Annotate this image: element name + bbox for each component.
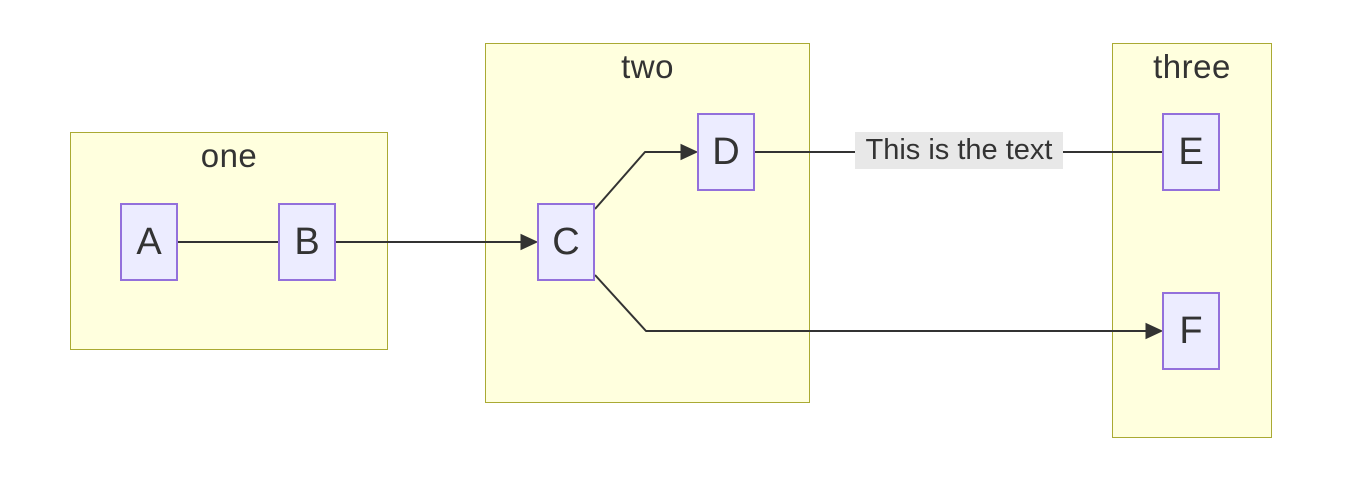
node-A-label: A — [136, 220, 162, 263]
cluster-two-title: two — [621, 48, 674, 85]
node-D-label: D — [712, 130, 740, 173]
cluster-one: one — [70, 132, 388, 350]
cluster-one-title: one — [200, 137, 258, 174]
node-F-label: F — [1179, 309, 1203, 352]
cluster-three-title: three — [1153, 48, 1231, 85]
node-B: B — [278, 203, 336, 281]
node-C: C — [537, 203, 595, 281]
edge-d-e-label: This is the text — [855, 132, 1063, 169]
node-C-label: C — [552, 220, 580, 263]
node-E: E — [1162, 113, 1220, 191]
node-A: A — [120, 203, 178, 281]
node-F: F — [1162, 292, 1220, 370]
cluster-two: two — [485, 43, 810, 403]
node-D: D — [697, 113, 755, 191]
node-E-label: E — [1178, 130, 1204, 173]
node-B-label: B — [294, 220, 320, 263]
cluster-three: three — [1112, 43, 1272, 438]
